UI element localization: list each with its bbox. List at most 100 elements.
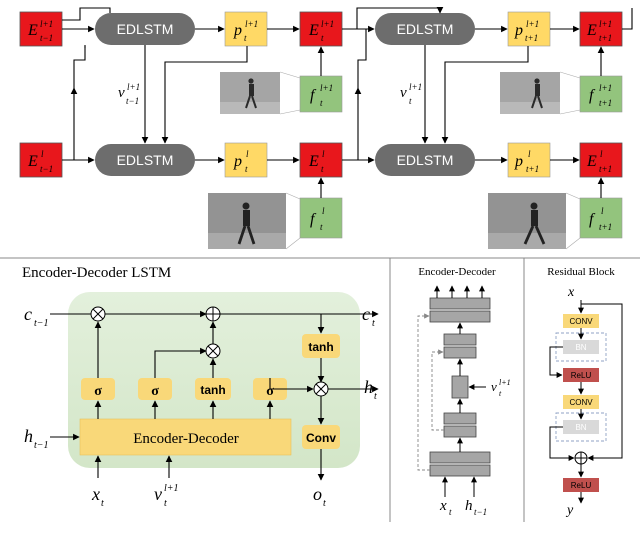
- svg-text:l+1: l+1: [164, 483, 179, 494]
- svg-text:t+1: t+1: [599, 33, 612, 43]
- svg-text:EDLSTM: EDLSTM: [117, 21, 174, 37]
- svg-text:E: E: [308, 22, 319, 39]
- svg-text:ReLU: ReLU: [571, 481, 592, 490]
- feature-box-upper-t: f l+1 t: [299, 75, 343, 113]
- svg-text:c: c: [362, 304, 370, 324]
- svg-text:t: t: [245, 164, 248, 174]
- ed-label-v: v l+1 t: [491, 378, 511, 398]
- error-box-lower-t: E l t: [299, 142, 343, 178]
- top-section: E l+1 t−1 E l t−1 EDLSTM EDLSTM p l+1 t: [19, 7, 633, 250]
- encoder-decoder-title: Encoder-Decoder: [418, 266, 496, 278]
- label-h-prev: h t−1: [24, 426, 49, 451]
- svg-text:f: f: [589, 211, 596, 228]
- svg-text:t: t: [409, 96, 412, 106]
- svg-text:Encoder-Decoder: Encoder-Decoder: [133, 431, 238, 447]
- resblock-conv-2: CONV: [563, 395, 599, 409]
- ed-lstm-encoder-decoder-block: Encoder-Decoder: [79, 418, 292, 456]
- resblock-conv-1: CONV: [563, 314, 599, 328]
- svg-text:Conv: Conv: [306, 431, 336, 445]
- svg-text:v: v: [118, 85, 125, 101]
- svg-text:t: t: [321, 164, 324, 174]
- resblock-output-y: y: [565, 503, 574, 518]
- label-c-prev: c t−1: [24, 304, 49, 329]
- svg-text:t: t: [244, 33, 247, 43]
- multiply-operator-input: [205, 343, 221, 359]
- encoder-decoder-panel: Encoder-Decoder: [417, 266, 511, 517]
- multiply-operator-forget: [90, 306, 106, 322]
- svg-text:v: v: [491, 379, 497, 394]
- svg-text:l: l: [246, 149, 249, 159]
- tanh-cell-box: tanh: [302, 334, 340, 358]
- ed-label-h: h t−1: [465, 498, 487, 517]
- svg-text:t+1: t+1: [599, 164, 612, 174]
- frame-image-lower-t-plus-1: [488, 192, 581, 250]
- svg-text:f: f: [310, 211, 317, 228]
- error-box-upper-t-minus-1: E l+1 t−1: [19, 11, 63, 47]
- svg-text:t−1: t−1: [40, 164, 53, 174]
- v-label-t-minus-1: v l+1 t−1: [118, 82, 140, 106]
- error-box-upper-t-plus-1: E l+1 t+1: [579, 11, 623, 47]
- error-box-lower-t-minus-1: E l t−1: [19, 142, 63, 178]
- svg-text:CONV: CONV: [569, 317, 593, 326]
- ed-layer-blocks: [429, 297, 491, 477]
- svg-text:x: x: [439, 498, 447, 514]
- feature-box-lower-t: f l t: [299, 197, 343, 239]
- svg-text:h: h: [364, 377, 373, 397]
- resblock-relu-1: ReLU: [563, 368, 599, 382]
- resblock-input-x: x: [567, 285, 575, 300]
- error-box-lower-t-plus-1: E l t+1: [579, 142, 623, 178]
- svg-text:EDLSTM: EDLSTM: [117, 152, 174, 168]
- ed-skip-connections: [417, 313, 444, 471]
- svg-text:t: t: [374, 391, 377, 402]
- label-c-t: c t: [362, 304, 375, 329]
- svg-text:l+1: l+1: [409, 82, 422, 92]
- frame-image-lower-t: [208, 192, 301, 250]
- multiply-operator-output: [313, 381, 329, 397]
- svg-text:l: l: [322, 206, 325, 216]
- prediction-box-lower-t-plus-1: p l t+1: [507, 142, 551, 178]
- sigma-gate-1: σ: [81, 378, 115, 400]
- frame-image-upper-t: [220, 71, 301, 115]
- svg-text:t+1: t+1: [525, 33, 538, 43]
- label-v-t: v l+1 t: [154, 483, 179, 509]
- svg-text:t: t: [320, 98, 323, 108]
- svg-text:v: v: [154, 484, 162, 504]
- prediction-box-upper-t-plus-1: p l+1 t+1: [507, 11, 551, 47]
- residual-block-panel: Residual Block x CONV BN ReLU CONV BN: [547, 266, 623, 518]
- frame-image-upper-t-plus-1: [500, 71, 581, 115]
- svg-text:BN: BN: [575, 343, 586, 352]
- feature-box-lower-t-plus-1: f l t+1: [579, 197, 623, 239]
- svg-text:l: l: [601, 206, 604, 216]
- svg-text:l+1: l+1: [599, 19, 612, 29]
- label-h-t: h t: [364, 377, 377, 402]
- svg-text:l: l: [528, 149, 531, 159]
- svg-text:CONV: CONV: [569, 398, 593, 407]
- svg-text:t−1: t−1: [126, 96, 139, 106]
- feature-box-upper-t-plus-1: f l+1 t+1: [579, 75, 623, 113]
- tanh-gate: tanh: [195, 378, 231, 400]
- svg-text:l+1: l+1: [526, 19, 539, 29]
- svg-text:t: t: [449, 507, 452, 517]
- error-box-upper-t: E l+1 t: [299, 11, 343, 47]
- resblock-relu-2: ReLU: [563, 478, 599, 492]
- svg-text:c: c: [24, 304, 32, 324]
- edlstm-lower-right: EDLSTM: [375, 144, 475, 176]
- svg-text:t: t: [164, 498, 167, 509]
- svg-text:E: E: [586, 153, 597, 170]
- svg-text:l: l: [41, 149, 44, 159]
- svg-text:l+1: l+1: [127, 82, 140, 92]
- prediction-box-upper-t: p l+1 t: [224, 11, 268, 47]
- edlstm-upper-left: EDLSTM: [95, 13, 195, 45]
- conv-output-box: Conv: [302, 425, 340, 449]
- ed-label-x: x t: [439, 498, 452, 517]
- svg-text:t−1: t−1: [34, 318, 49, 329]
- svg-text:l+1: l+1: [599, 83, 612, 93]
- svg-text:tanh: tanh: [308, 340, 333, 354]
- svg-text:BN: BN: [575, 423, 586, 432]
- svg-text:l: l: [322, 149, 325, 159]
- ed-arrows: [434, 285, 486, 497]
- add-operator: [205, 306, 221, 322]
- svg-text:f: f: [310, 87, 317, 104]
- svg-text:l+1: l+1: [245, 19, 258, 29]
- svg-text:E: E: [27, 153, 38, 170]
